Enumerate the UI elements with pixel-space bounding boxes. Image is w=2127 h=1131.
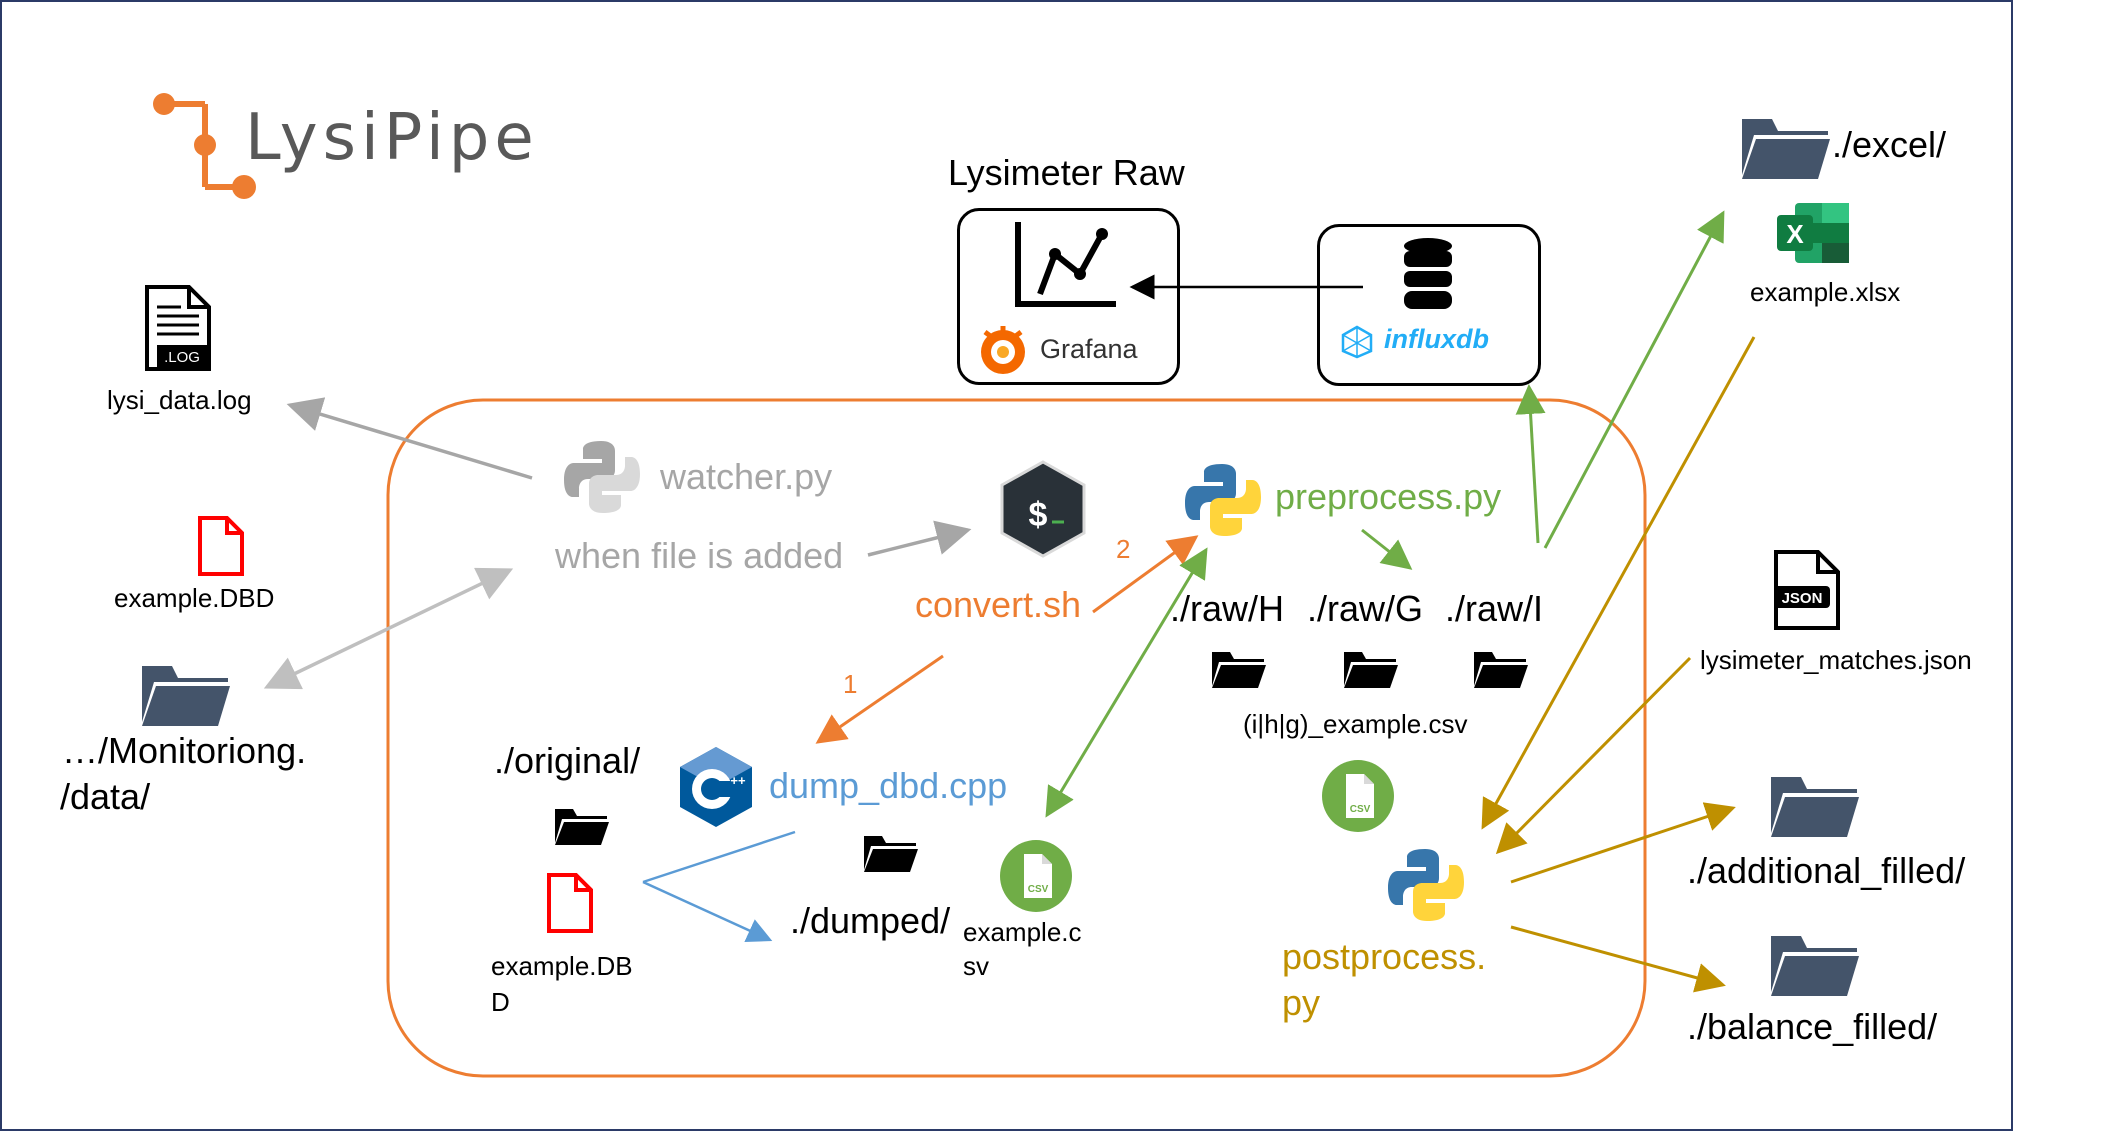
- excel-file-label: example.xlsx: [1750, 277, 1901, 307]
- watcher-label: watcher.py: [660, 456, 833, 497]
- monitor-folder-icon: [142, 666, 230, 726]
- arrow-watcher-to-log: [286, 397, 533, 480]
- logo-text: LysiPipe: [245, 101, 539, 175]
- dumped-folder-label: ./dumped/: [790, 900, 951, 941]
- arrow-raw-to-influx: [1515, 384, 1546, 544]
- raw-h-folder-icon: [1212, 652, 1266, 688]
- original-folder-label: ./original/: [494, 740, 641, 781]
- influxdb-label: influxdb: [1384, 324, 1489, 354]
- pipeline-boundary-box: [386, 398, 1647, 1078]
- original-dbd-file-icon: [547, 873, 593, 933]
- excel-folder-label: ./excel/: [1832, 124, 1947, 165]
- cpp-icon: ++: [680, 747, 752, 827]
- bash-terminal-icon: $: [1000, 460, 1086, 558]
- python-icon: [1185, 464, 1261, 536]
- raw-i-label: ./raw/I: [1445, 588, 1544, 629]
- trigger-label: when file is added: [555, 535, 844, 576]
- excel-badge-text: X: [1786, 219, 1804, 249]
- grafana-logo-icon: [981, 326, 1025, 374]
- cpp-badge-text: ++: [730, 773, 746, 788]
- json-file-icon: JSON: [1774, 550, 1840, 630]
- raw-g-label: ./raw/G: [1307, 588, 1424, 629]
- balance-folder-icon: [1771, 936, 1859, 996]
- step1-label: 1: [843, 669, 858, 699]
- chart-line-icon: [1015, 222, 1116, 307]
- svg-text:$: $: [1029, 496, 1048, 534]
- grafana-box: [957, 208, 1180, 385]
- balance-folder-label: ./balance_filled/: [1687, 1006, 1938, 1047]
- additional-folder-icon: [1771, 777, 1859, 837]
- log-badge-text: .LOG: [164, 349, 200, 366]
- dbd-file-icon: [198, 516, 244, 576]
- raw-csv-file-icon: CSV: [1322, 760, 1394, 832]
- arrow-preprocess-to-dumped-csv: [1045, 547, 1208, 818]
- postprocess-label-line1: postprocess.: [1282, 936, 1487, 977]
- original-file-label-line2: D: [491, 987, 510, 1017]
- python-icon: [564, 441, 640, 513]
- raw-files-label: (i|h|g)_example.csv: [1243, 709, 1468, 739]
- dumped-folder-icon: [864, 836, 918, 872]
- preprocess-label: preprocess.py: [1275, 476, 1502, 517]
- arrow-step1-convert-to-dump: [815, 654, 944, 744]
- lysipipe-logo-icon: [153, 93, 256, 199]
- arrow-json-to-postprocess: [1495, 656, 1692, 855]
- raw-i-folder-icon: [1474, 652, 1528, 688]
- json-badge-text: JSON: [1782, 590, 1823, 607]
- arrow-fork-to-dumped: [642, 880, 773, 943]
- log-file-label: lysi_data.log: [107, 385, 252, 415]
- arrow-postprocess-to-balance: [1510, 925, 1726, 993]
- grafana-box-title: Lysimeter Raw: [948, 152, 1185, 193]
- raw-h-label: ./raw/H: [1170, 588, 1285, 629]
- monitor-folder-label-line2: /data/: [60, 776, 151, 817]
- excel-folder-icon: [1742, 119, 1830, 179]
- blue-line-dump-to-fork: [642, 830, 796, 884]
- arrow-postprocess-to-additional: [1510, 802, 1736, 884]
- influx-box: [1317, 224, 1541, 386]
- csv-file-icon: CSV: [1000, 840, 1072, 912]
- arrow-raw-to-excel: [1543, 210, 1725, 549]
- csv-badge-text: CSV: [1028, 884, 1049, 895]
- arrow-trigger-to-convert: [867, 520, 972, 557]
- dump-label: dump_dbd.cpp: [769, 765, 1008, 806]
- grafana-label: Grafana: [1040, 334, 1138, 364]
- raw-g-folder-icon: [1344, 652, 1398, 688]
- database-icon: [1404, 238, 1452, 309]
- monitor-folder-label-line1: …/Monitoriong.: [62, 730, 307, 771]
- csv-badge-text: CSV: [1350, 804, 1371, 815]
- log-file-icon: .LOG: [145, 285, 211, 371]
- dumped-file-label-line2: sv: [963, 951, 989, 981]
- json-file-label: lysimeter_matches.json: [1700, 645, 1972, 675]
- dbd-file-label: example.DBD: [114, 583, 275, 613]
- influxdb-logo-icon: [1341, 325, 1373, 359]
- dumped-file-label-line1: example.c: [963, 917, 1082, 947]
- convert-label: convert.sh: [915, 584, 1082, 625]
- additional-folder-label: ./additional_filled/: [1687, 850, 1966, 891]
- original-folder-icon: [555, 809, 609, 845]
- postprocess-label-line2: py: [1282, 982, 1321, 1023]
- python-icon: [1388, 849, 1464, 921]
- arrow-monitor-to-trigger: [263, 567, 514, 690]
- arrow-preprocess-to-raw: [1361, 528, 1413, 570]
- original-file-label-line1: example.DB: [491, 951, 633, 981]
- step2-label: 2: [1116, 534, 1131, 564]
- excel-file-icon: X: [1777, 203, 1849, 263]
- arrow-excel-to-postprocess: [1481, 336, 1756, 830]
